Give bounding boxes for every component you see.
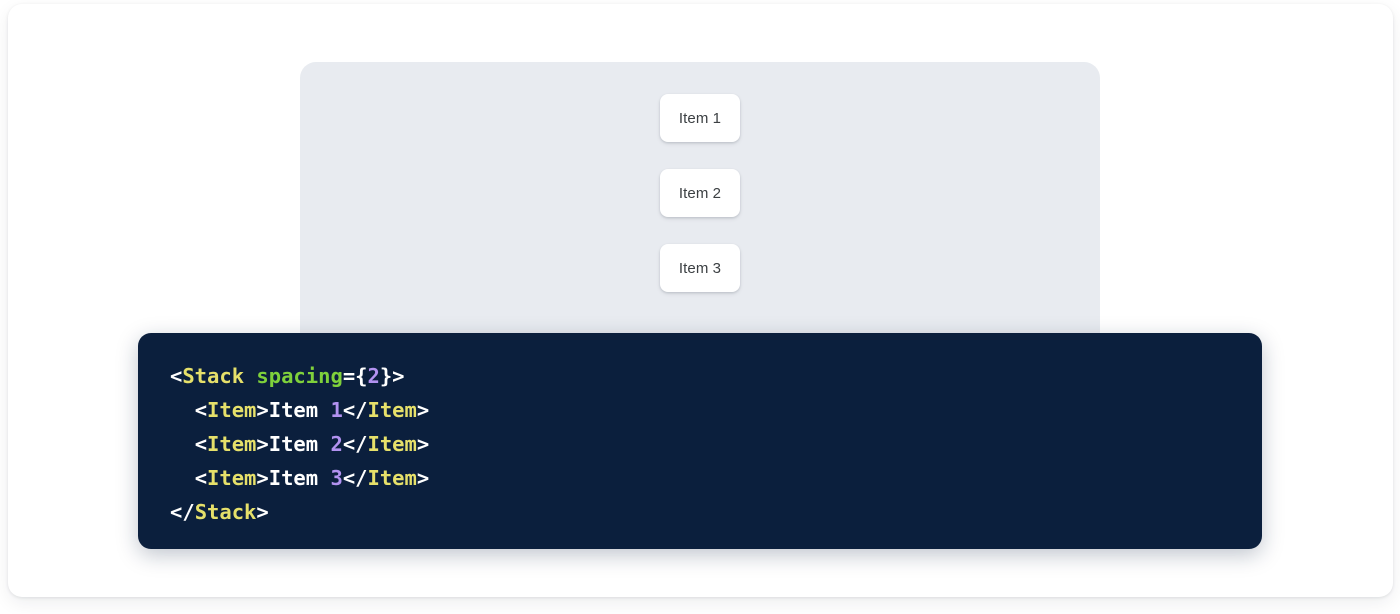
code-token-punct: </ — [342, 432, 368, 456]
code-token-tag: Stack — [194, 500, 257, 524]
code-line: </Stack> — [170, 500, 269, 524]
code-snippet-text: <Stack spacing={2}> <Item>Item 1</Item> … — [170, 359, 1262, 529]
code-token-punct: > — [256, 398, 269, 422]
code-line: <Stack spacing={2}> — [170, 364, 405, 388]
code-token-punct: </ — [342, 466, 368, 490]
code-token-punct: < — [194, 466, 208, 490]
code-line: <Item>Item 3</Item> — [170, 466, 430, 490]
code-token-tag: Item — [207, 398, 257, 422]
code-line: <Item>Item 1</Item> — [170, 398, 430, 422]
code-token-punct: > — [256, 500, 269, 524]
code-token-tag: Item — [207, 466, 257, 490]
code-indent — [170, 432, 195, 456]
code-token-tag: Item — [367, 466, 417, 490]
component-preview-panel: Item 1 Item 2 Item 3 — [300, 62, 1100, 362]
code-token-punct: > — [256, 466, 269, 490]
code-line: <Item>Item 2</Item> — [170, 432, 430, 456]
code-token-text: Item — [268, 398, 331, 422]
stack-item[interactable]: Item 3 — [660, 244, 740, 292]
code-token-num: 1 — [330, 398, 343, 422]
code-token-num: 2 — [330, 432, 343, 456]
code-token-punct: < — [170, 364, 183, 388]
code-token-punct — [244, 364, 256, 388]
code-token-punct: </ — [342, 398, 368, 422]
stack-container: Item 1 Item 2 Item 3 — [300, 62, 1100, 292]
stack-item[interactable]: Item 1 — [660, 94, 740, 142]
code-snippet-block: <Stack spacing={2}> <Item>Item 1</Item> … — [138, 333, 1262, 549]
code-token-tag: Item — [207, 432, 257, 456]
code-indent — [170, 398, 195, 422]
code-token-tag: Stack — [182, 364, 245, 388]
code-token-attr: spacing — [256, 364, 343, 388]
code-token-tag: Item — [367, 432, 417, 456]
code-indent — [170, 466, 195, 490]
code-token-text: Item — [268, 432, 331, 456]
code-token-num: 3 — [330, 466, 343, 490]
code-token-punct: ={ — [342, 364, 368, 388]
code-token-punct: < — [194, 432, 208, 456]
code-token-punct: < — [194, 398, 208, 422]
code-token-punct: > — [256, 432, 269, 456]
code-token-tag: Item — [367, 398, 417, 422]
code-token-punct: }> — [379, 364, 405, 388]
stack-item[interactable]: Item 2 — [660, 169, 740, 217]
code-token-punct: > — [416, 398, 430, 422]
code-token-text: Item — [268, 466, 331, 490]
code-token-punct: > — [416, 466, 430, 490]
code-token-num: 2 — [367, 364, 380, 388]
code-token-punct: > — [416, 432, 430, 456]
code-token-punct: </ — [170, 500, 195, 524]
